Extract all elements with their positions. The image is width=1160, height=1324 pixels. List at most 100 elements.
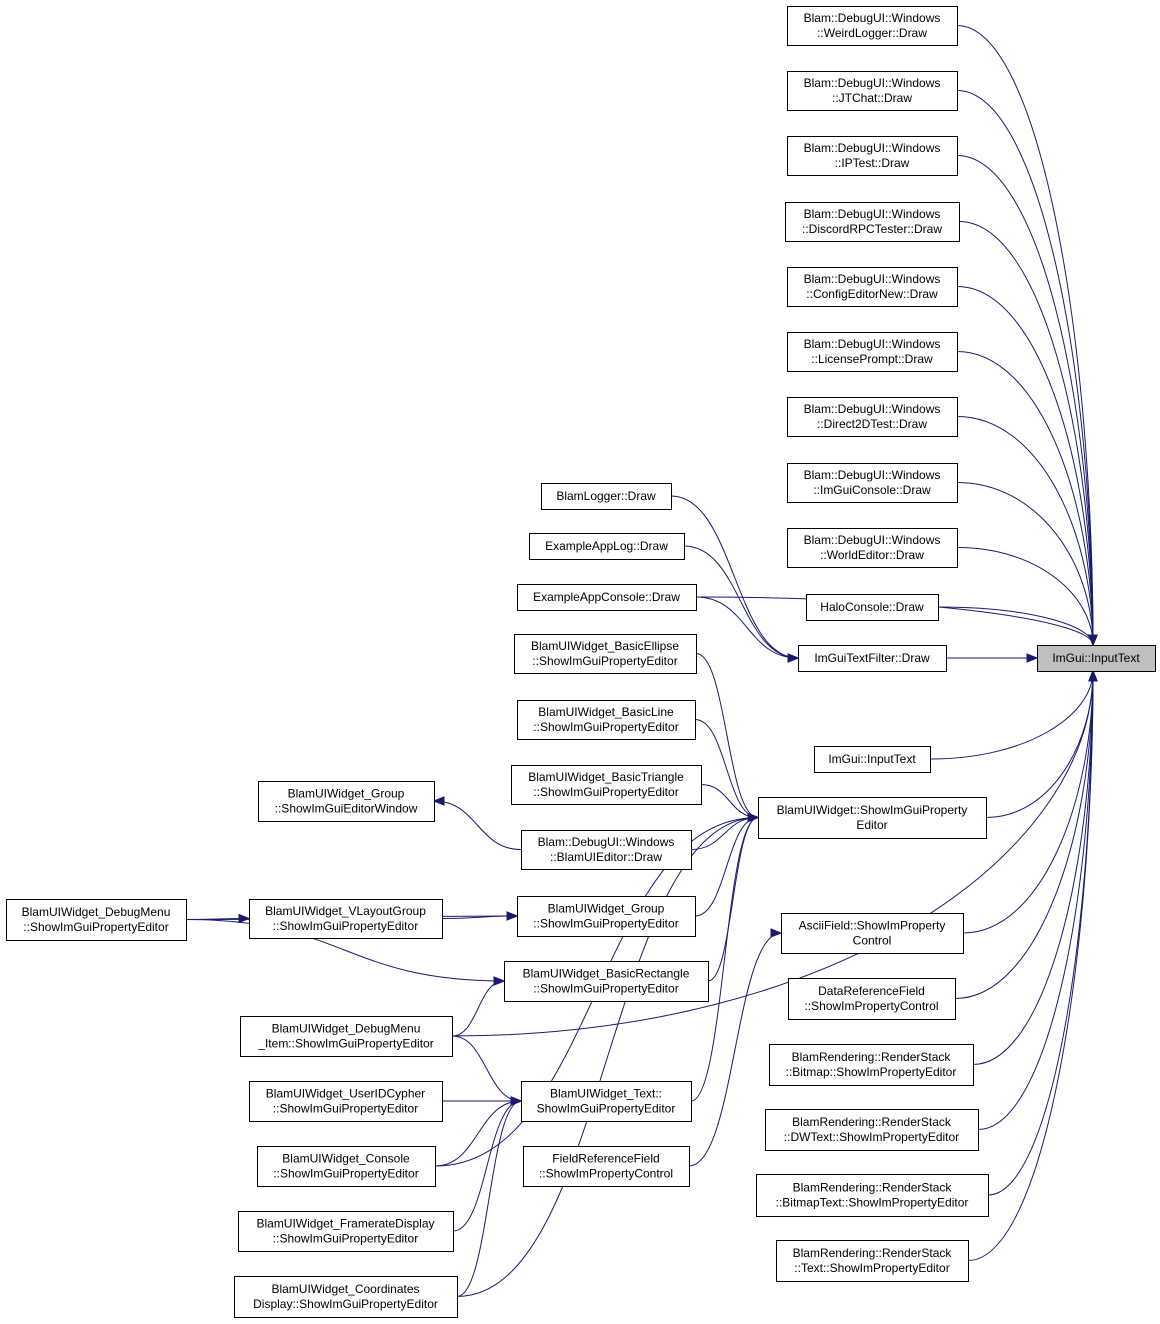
node-box [785, 202, 960, 242]
node-label-line: BlamUIWidget::ShowImGuiProperty [777, 803, 968, 817]
node-line[interactable]: BlamUIWidget_BasicLine::ShowImGuiPropert… [517, 700, 696, 740]
node-uieditor[interactable]: Blam::DebugUI::Windows::BlamUIEditor::Dr… [521, 830, 692, 870]
node-weird[interactable]: Blam::DebugUI::Windows::WeirdLogger::Dra… [787, 6, 958, 46]
node-label-line: ::WeirdLogger::Draw [817, 26, 927, 40]
node-label-line: ::LicensePrompt::Draw [811, 352, 933, 366]
node-label-line: Blam::DebugUI::Windows [804, 76, 941, 90]
node-vlayout[interactable]: BlamUIWidget_VLayoutGroup::ShowImGuiProp… [249, 899, 443, 939]
edge-text-to-showprop [690, 817, 759, 1102]
node-label-line: ::ShowImGuiPropertyEditor [533, 720, 678, 734]
edge-coords-to-text [456, 1100, 522, 1297]
node-d2d[interactable]: Blam::DebugUI::Windows::Direct2DTest::Dr… [787, 397, 958, 437]
node-rsbitmap[interactable]: BlamRendering::RenderStack::Bitmap::Show… [769, 1044, 974, 1086]
node-box [798, 645, 947, 672]
edge-rstext-to-root [967, 670, 1094, 1261]
edge-discord-to-root [958, 221, 1094, 646]
node-label-line: ::ShowImGuiPropertyEditor [273, 919, 418, 933]
node-label-line: ::ShowImGuiPropertyEditor [533, 917, 678, 931]
node-jtchat[interactable]: Blam::DebugUI::Windows::JTChat::Draw [787, 71, 958, 111]
node-box [258, 781, 435, 822]
node-framerate[interactable]: BlamUIWidget_FramerateDisplay::ShowImGui… [238, 1211, 454, 1252]
edge-uieditor-to-groupwin [433, 800, 522, 850]
node-box [529, 533, 685, 560]
node-ascii[interactable]: AsciiField::ShowImPropertyControl [781, 913, 964, 954]
edge-console-to-text [434, 1100, 522, 1167]
node-label-line: ExampleAppConsole::Draw [533, 590, 680, 604]
node-box [523, 1146, 690, 1187]
node-rsdwtext[interactable]: BlamRendering::RenderStack::DWText::Show… [765, 1109, 979, 1151]
node-box [249, 899, 443, 939]
node-filter[interactable]: ImGuiTextFilter::Draw [798, 645, 947, 672]
node-label-line: BlamRendering::RenderStack [792, 1050, 952, 1064]
node-coords[interactable]: BlamUIWidget_CoordinatesDisplay::ShowImG… [234, 1276, 458, 1318]
node-box [787, 397, 958, 437]
node-box [765, 1109, 979, 1151]
node-label-line: BlamUIWidget_Group [288, 787, 405, 801]
edge-dmitem-to-rect [451, 980, 505, 1037]
node-label-line: Blam::DebugUI::Windows [804, 11, 941, 25]
node-label-line: ::Bitmap::ShowImPropertyEditor [786, 1065, 957, 1079]
node-config[interactable]: Blam::DebugUI::Windows::ConfigEditorNew:… [787, 267, 958, 307]
node-box [517, 896, 696, 937]
node-label-line: BlamUIWidget_BasicRectangle [523, 967, 690, 981]
node-triangle[interactable]: BlamUIWidget_BasicTriangle::ShowImGuiPro… [511, 765, 702, 805]
node-imguicon[interactable]: Blam::DebugUI::Windows::ImGuiConsole::Dr… [787, 463, 958, 503]
node-box [517, 584, 697, 611]
edge-world-to-root [956, 547, 1094, 646]
edge-rect-to-showprop [707, 817, 759, 982]
node-label-line: Display::ShowImGuiPropertyEditor [253, 1297, 438, 1311]
node-showprop[interactable]: BlamUIWidget::ShowImGuiPropertyEditor [758, 797, 987, 839]
node-rstext[interactable]: BlamRendering::RenderStack::Text::ShowIm… [776, 1240, 969, 1282]
node-text[interactable]: BlamUIWidget_Text::ShowImGuiPropertyEdit… [521, 1081, 692, 1122]
node-groupwin[interactable]: BlamUIWidget_Group::ShowImGuiEditorWindo… [258, 781, 435, 822]
node-label-line: ::ShowImPropertyControl [539, 1167, 673, 1181]
node-box [249, 1081, 443, 1122]
node-box [504, 961, 709, 1002]
node-console[interactable]: BlamUIWidget_Console::ShowImGuiPropertyE… [257, 1146, 436, 1187]
node-label-line: BlamUIWidget_Text:: [550, 1087, 662, 1101]
edge-license-to-root [956, 351, 1094, 646]
node-rect[interactable]: BlamUIWidget_BasicRectangle::ShowImGuiPr… [504, 961, 709, 1002]
node-debugmenu[interactable]: BlamUIWidget_DebugMenu::ShowImGuiPropert… [6, 899, 187, 941]
node-iptest[interactable]: Blam::DebugUI::Windows::IPTest::Draw [787, 136, 958, 176]
node-inputtext2[interactable]: ImGui::InputText [814, 746, 931, 773]
arrowhead [506, 911, 519, 921]
node-box [517, 700, 696, 740]
node-exlog[interactable]: ExampleAppLog::Draw [529, 533, 685, 560]
node-box [787, 6, 958, 46]
node-fieldref[interactable]: FieldReferenceField::ShowImPropertyContr… [523, 1146, 690, 1187]
node-label-line: BlamUIWidget_Coordinates [271, 1282, 419, 1296]
node-dmitem[interactable]: BlamUIWidget_DebugMenu_Item::ShowImGuiPr… [240, 1016, 453, 1057]
node-label-line: ExampleAppLog::Draw [545, 539, 668, 553]
node-dataref[interactable]: DataReferenceField::ShowImPropertyContro… [788, 978, 956, 1020]
node-discord[interactable]: Blam::DebugUI::Windows::DiscordRPCTester… [785, 202, 960, 242]
node-halo[interactable]: HaloConsole::Draw [806, 594, 939, 621]
node-label-line: ::ConfigEditorNew::Draw [806, 287, 938, 301]
node-excon[interactable]: ExampleAppConsole::Draw [517, 584, 697, 611]
node-label-line: Editor [856, 818, 887, 832]
node-label-line: BlamUIWidget_BasicLine [538, 705, 674, 719]
node-groupprop[interactable]: BlamUIWidget_Group::ShowImGuiPropertyEdi… [517, 896, 696, 937]
node-box [521, 1081, 692, 1122]
node-label-line: BlamUIWidget_FramerateDisplay [256, 1217, 434, 1231]
node-root[interactable]: ImGui::InputText [1037, 645, 1156, 672]
node-ellipse[interactable]: BlamUIWidget_BasicEllipse::ShowImGuiProp… [514, 634, 697, 674]
node-license[interactable]: Blam::DebugUI::Windows::LicensePrompt::D… [787, 332, 958, 372]
node-userid[interactable]: BlamUIWidget_UserIDCypher::ShowImGuiProp… [249, 1081, 443, 1122]
node-label-line: BlamRendering::RenderStack [792, 1115, 952, 1129]
node-world[interactable]: Blam::DebugUI::Windows::WorldEditor::Dra… [787, 528, 958, 568]
node-label-line: BlamUIWidget_Group [548, 902, 665, 916]
arrowhead [238, 913, 251, 924]
node-rsbitmaptext[interactable]: BlamRendering::RenderStack::BitmapText::… [756, 1174, 989, 1217]
node-blamlogger[interactable]: BlamLogger::Draw [541, 483, 672, 510]
arrowhead [787, 653, 800, 663]
edge-debugmenu-to-rect [185, 919, 505, 982]
edge-dataref-to-root [954, 670, 1094, 999]
node-box [787, 463, 958, 503]
node-box [758, 797, 987, 839]
edge-jtchat-to-root [956, 90, 1094, 646]
node-box [514, 634, 697, 674]
node-box [776, 1240, 969, 1282]
node-box [787, 267, 958, 307]
node-label-line: HaloConsole::Draw [820, 600, 924, 614]
